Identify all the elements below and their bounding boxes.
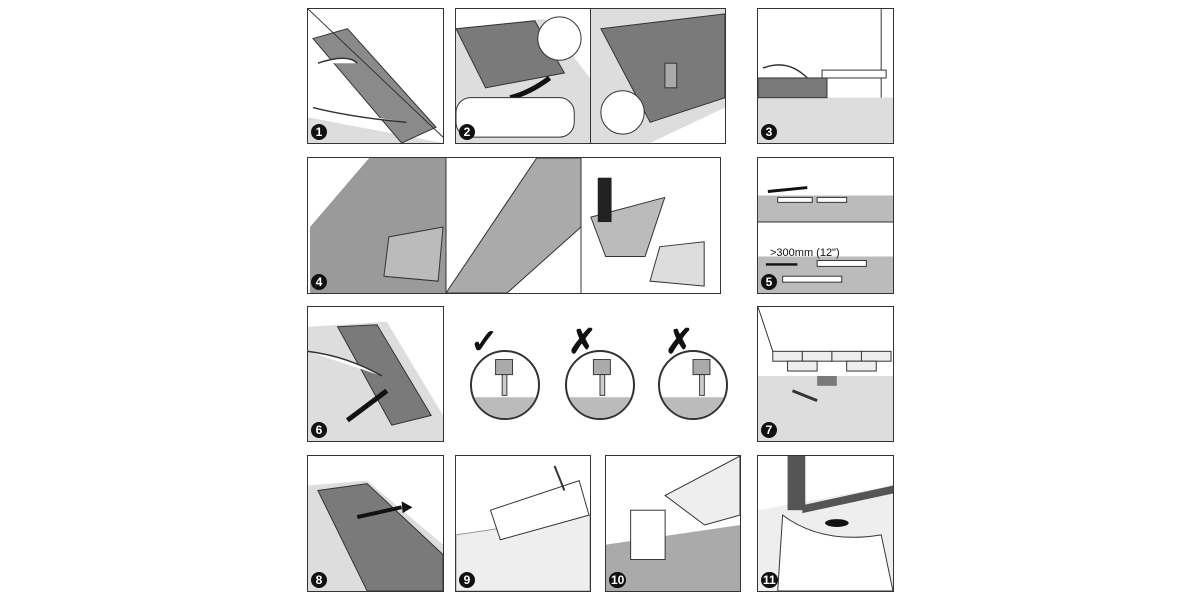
step-10-panel: 10 xyxy=(605,455,741,592)
step-number-badge: 10 xyxy=(609,572,627,588)
step-2-illustration xyxy=(456,16,590,143)
step-3-panel: 3 xyxy=(757,8,894,144)
hammer-incorrect-circle xyxy=(565,350,635,420)
step-8-panel: 8 xyxy=(307,455,444,592)
step-6-panel: 6 xyxy=(307,306,444,442)
step-2-panel: 2 xyxy=(455,8,591,144)
hammer-icon xyxy=(567,359,633,418)
spacing-note: >300mm (12") xyxy=(770,247,840,259)
step-7-illustration xyxy=(758,307,893,441)
step-number-badge: 1 xyxy=(311,124,327,140)
step-5-panel: >300mm (12") 5 xyxy=(757,157,894,294)
step-3-illustration xyxy=(758,9,893,143)
step-4-panel: 4 xyxy=(307,157,721,294)
step-10-illustration xyxy=(606,456,740,591)
step-5-illustration xyxy=(758,186,893,293)
step-6-illustration xyxy=(308,321,443,441)
step-2b-panel xyxy=(590,8,726,144)
step-11-panel: 11 xyxy=(757,455,894,592)
hammer-incorrect-circle xyxy=(658,350,728,420)
hammer-icon xyxy=(472,359,538,418)
step-8-illustration xyxy=(308,480,443,591)
step-9-panel: 9 xyxy=(455,455,591,592)
step-number-badge: 11 xyxy=(761,572,778,588)
step-number-badge: 8 xyxy=(311,572,327,588)
step-number-badge: 2 xyxy=(459,124,475,140)
step-4-illustration xyxy=(310,158,705,293)
hammer-icon xyxy=(660,359,726,418)
step-number-badge: 7 xyxy=(761,422,777,438)
step-number-badge: 5 xyxy=(761,274,777,290)
step-2-detail-illustration xyxy=(591,9,725,143)
step-number-badge: 4 xyxy=(311,274,327,290)
step-9-illustration xyxy=(456,465,590,591)
step-number-badge: 6 xyxy=(311,422,327,438)
step-number-badge: 9 xyxy=(459,572,475,588)
step-1-panel: 1 xyxy=(307,8,444,144)
step-11-illustration xyxy=(758,456,893,591)
hammer-correct-circle xyxy=(470,350,540,420)
step-1-illustration xyxy=(308,9,443,143)
step-7-panel: 7 xyxy=(757,306,894,442)
step-number-badge: 3 xyxy=(761,124,777,140)
